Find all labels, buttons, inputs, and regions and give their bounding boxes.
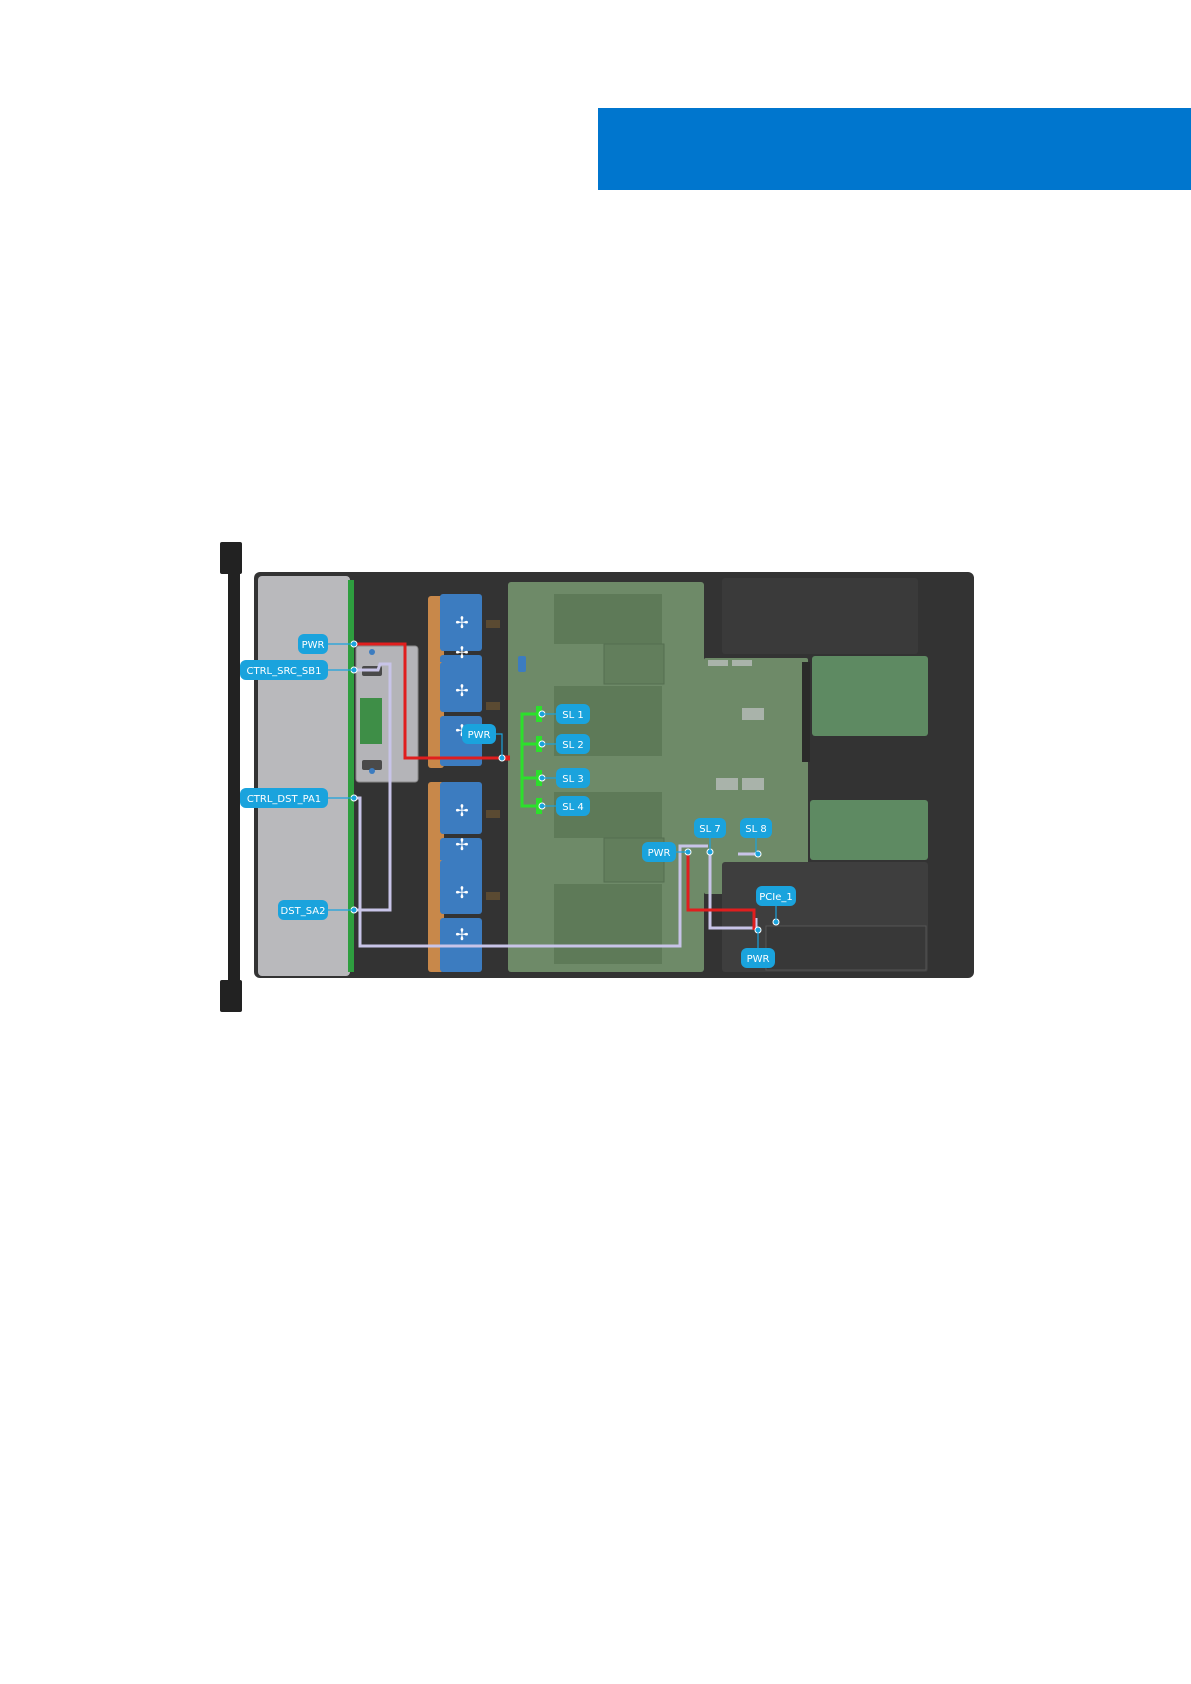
intrusion-switch bbox=[518, 656, 526, 672]
label-dst-sa2: DST_SA2 bbox=[278, 900, 328, 920]
cpu-socket-upper bbox=[604, 644, 664, 684]
label-pwr-board: PWR bbox=[462, 724, 496, 744]
ocp-slot bbox=[766, 926, 926, 970]
header-banner bbox=[598, 108, 1191, 190]
svg-text:SL 8: SL 8 bbox=[745, 824, 766, 835]
svg-text:PWR: PWR bbox=[648, 848, 671, 859]
label-pwr-bottom: PWR bbox=[741, 948, 775, 968]
riser-connector bbox=[802, 662, 810, 762]
svg-text:✢: ✢ bbox=[455, 643, 468, 662]
label-sl7: SL 7 bbox=[694, 818, 726, 838]
svg-text:PWR: PWR bbox=[747, 954, 770, 965]
svg-text:✢: ✢ bbox=[455, 613, 468, 632]
controller-screw-bottom bbox=[369, 768, 375, 774]
bezel-ear-bottom bbox=[220, 980, 242, 1012]
svg-text:CTRL_DST_PA1: CTRL_DST_PA1 bbox=[247, 794, 321, 805]
svg-text:SL 2: SL 2 bbox=[562, 740, 583, 751]
label-sl8: SL 8 bbox=[740, 818, 772, 838]
svg-text:SL 3: SL 3 bbox=[562, 774, 583, 785]
svg-text:SL 7: SL 7 bbox=[699, 824, 720, 835]
label-sl2: SL 2 bbox=[556, 734, 590, 754]
controller-connector bbox=[360, 698, 382, 744]
svg-text:✢: ✢ bbox=[455, 801, 468, 820]
label-ctrl-dst-pa1: CTRL_DST_PA1 bbox=[240, 788, 328, 808]
controller-screw-top bbox=[369, 649, 375, 655]
svg-text:SL 1: SL 1 bbox=[562, 710, 583, 721]
svg-text:PCIe_1: PCIe_1 bbox=[759, 892, 792, 903]
label-sl1: SL 1 bbox=[556, 704, 590, 724]
svg-text:DST_SA2: DST_SA2 bbox=[281, 906, 326, 917]
svg-text:SL 4: SL 4 bbox=[562, 802, 583, 813]
svg-text:CTRL_SRC_SB1: CTRL_SRC_SB1 bbox=[247, 666, 322, 677]
motherboard-right-extension bbox=[704, 658, 808, 894]
label-pcie-1: PCIe_1 bbox=[756, 886, 796, 906]
svg-text:PWR: PWR bbox=[468, 730, 491, 741]
psu-1 bbox=[812, 656, 928, 736]
label-sl4: SL 4 bbox=[556, 796, 590, 816]
psu-2 bbox=[810, 800, 928, 860]
bezel-bar bbox=[228, 574, 240, 980]
svg-text:✢: ✢ bbox=[455, 681, 468, 700]
label-sl3: SL 3 bbox=[556, 768, 590, 788]
label-ctrl-src-sb1: CTRL_SRC_SB1 bbox=[240, 660, 328, 680]
label-pwr-backplane: PWR bbox=[298, 634, 328, 654]
svg-text:✢: ✢ bbox=[455, 883, 468, 902]
label-pwr-riser: PWR bbox=[642, 842, 676, 862]
riser-rear-top bbox=[722, 578, 918, 654]
svg-text:PWR: PWR bbox=[302, 640, 325, 651]
cable-routing-diagram: ✢✢ ✢✢ ✢✢ ✢✢ bbox=[210, 538, 980, 1018]
svg-text:✢: ✢ bbox=[455, 835, 468, 854]
bezel-ear-top bbox=[220, 542, 242, 574]
svg-text:✢: ✢ bbox=[455, 925, 468, 944]
